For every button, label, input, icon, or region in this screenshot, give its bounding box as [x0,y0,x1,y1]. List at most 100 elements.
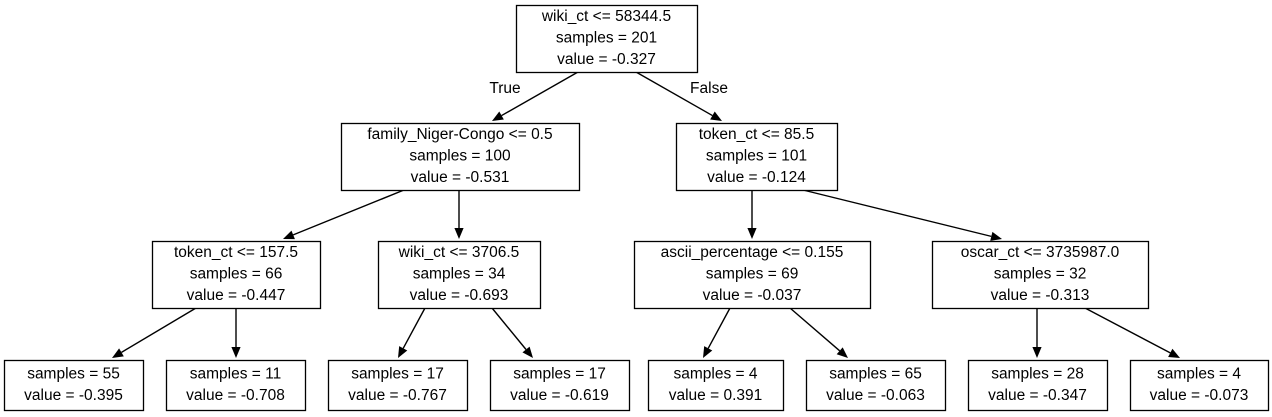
node-box [3,359,145,412]
node-samples: samples = 11 [190,365,281,382]
node-box [515,4,699,74]
node-box [151,240,322,310]
decision-node[interactable]: ascii_percentage <= 0.155 samples = 69 val… [633,240,872,310]
edge-arrowhead [747,228,757,239]
edge-label-true: True [489,80,520,97]
node-value: value = -0.531 [411,169,510,186]
edge-arrowhead [112,348,124,358]
tree-edge [231,308,241,358]
node-box [327,359,469,412]
tree-edge [1032,308,1042,358]
edge-line [635,71,713,117]
edge-arrowhead [1168,348,1180,358]
node-value: value = -0.693 [410,287,509,304]
decision-node[interactable]: family_Niger-Congo <= 0.5 samples = 100 va… [340,122,581,192]
edge-arrowhead [710,111,722,121]
leaf-node[interactable]: samples = 4 value = 0.391 [647,359,785,412]
edge-arrowhead [522,346,533,358]
node-samples: samples = 28 [991,365,1084,382]
node-samples: samples = 55 [27,365,120,382]
edge-arrowhead [283,230,295,240]
node-box [931,240,1150,310]
tree-edge [283,189,405,240]
edge-labels-layer: True False [489,80,728,97]
tree-edge [802,189,1002,241]
leaf-node[interactable]: samples = 17 value = -0.619 [489,359,631,412]
node-samples: samples = 101 [706,148,807,165]
edge-arrowhead [398,346,408,358]
edge-line [789,307,841,352]
tree-edge [635,71,722,121]
tree-edge [747,190,757,239]
node-box [377,240,542,310]
node-value: value = -0.619 [510,387,609,404]
node-samples: samples = 100 [409,148,511,165]
node-samples: samples = 69 [706,266,799,283]
node-condition: oscar_ct <= 3735987.0 [961,244,1120,261]
node-value: value = 0.391 [669,387,763,404]
decision-node[interactable]: wiki_ct <= 58344.5 samples = 201 value = -… [515,4,699,74]
node-value: value = -0.063 [826,387,925,404]
edges-layer [112,71,1180,358]
node-box [165,359,307,412]
node-box [647,359,785,412]
node-box [967,359,1109,412]
node-samples: samples = 4 [673,365,757,382]
node-condition: ascii_percentage <= 0.155 [661,244,844,261]
edge-line [501,71,579,117]
edge-arrowhead [231,347,241,358]
edge-line [121,307,197,353]
node-condition: wiki_ct <= 3706.5 [398,244,520,261]
node-value: value = -0.767 [348,387,447,404]
edge-arrowhead [836,347,848,358]
node-box [489,359,631,412]
nodes-layer: wiki_ct <= 58344.5 samples = 201 value = -… [3,4,1270,412]
tree-edge [1084,307,1180,358]
edge-line [292,189,405,236]
leaf-node[interactable]: samples = 4 value = -0.073 [1129,359,1270,412]
decision-node[interactable]: token_ct <= 157.5 samples = 66 value = -0.… [151,240,322,310]
node-samples: samples = 4 [1157,365,1241,382]
node-value: value = -0.395 [24,387,123,404]
tree-edge [112,307,197,358]
leaf-node[interactable]: samples = 11 value = -0.708 [165,359,307,412]
edge-line [402,307,426,349]
leaf-node[interactable]: samples = 55 value = -0.395 [3,359,145,412]
edge-line [491,307,527,350]
tree-edge [789,307,848,358]
edge-arrowhead [1032,347,1042,358]
edge-line [802,189,992,238]
node-value: value = -0.124 [707,169,806,186]
node-box [633,240,872,310]
edge-arrowhead [703,346,713,358]
node-value: value = -0.327 [557,51,656,68]
node-value: value = -0.037 [703,287,802,304]
node-value: value = -0.347 [988,387,1087,404]
node-value: value = -0.708 [186,387,285,404]
leaf-node[interactable]: samples = 28 value = -0.347 [967,359,1109,412]
node-condition: wiki_ct <= 58344.5 [541,8,671,25]
node-value: value = -0.447 [187,287,286,304]
node-box [1129,359,1270,412]
node-value: value = -0.073 [1150,387,1249,404]
edge-label-false: False [690,80,728,97]
tree-edge [492,71,579,121]
node-value: value = -0.313 [991,287,1090,304]
node-samples: samples = 17 [513,365,606,382]
node-condition: family_Niger-Congo <= 0.5 [367,126,552,143]
node-condition: token_ct <= 157.5 [174,244,298,261]
tree-edge [398,307,426,358]
node-samples: samples = 201 [556,30,657,47]
node-box [340,122,581,192]
node-box [805,359,947,412]
node-samples: samples = 66 [190,266,283,283]
edge-line [1084,307,1171,354]
edge-line [707,307,731,349]
